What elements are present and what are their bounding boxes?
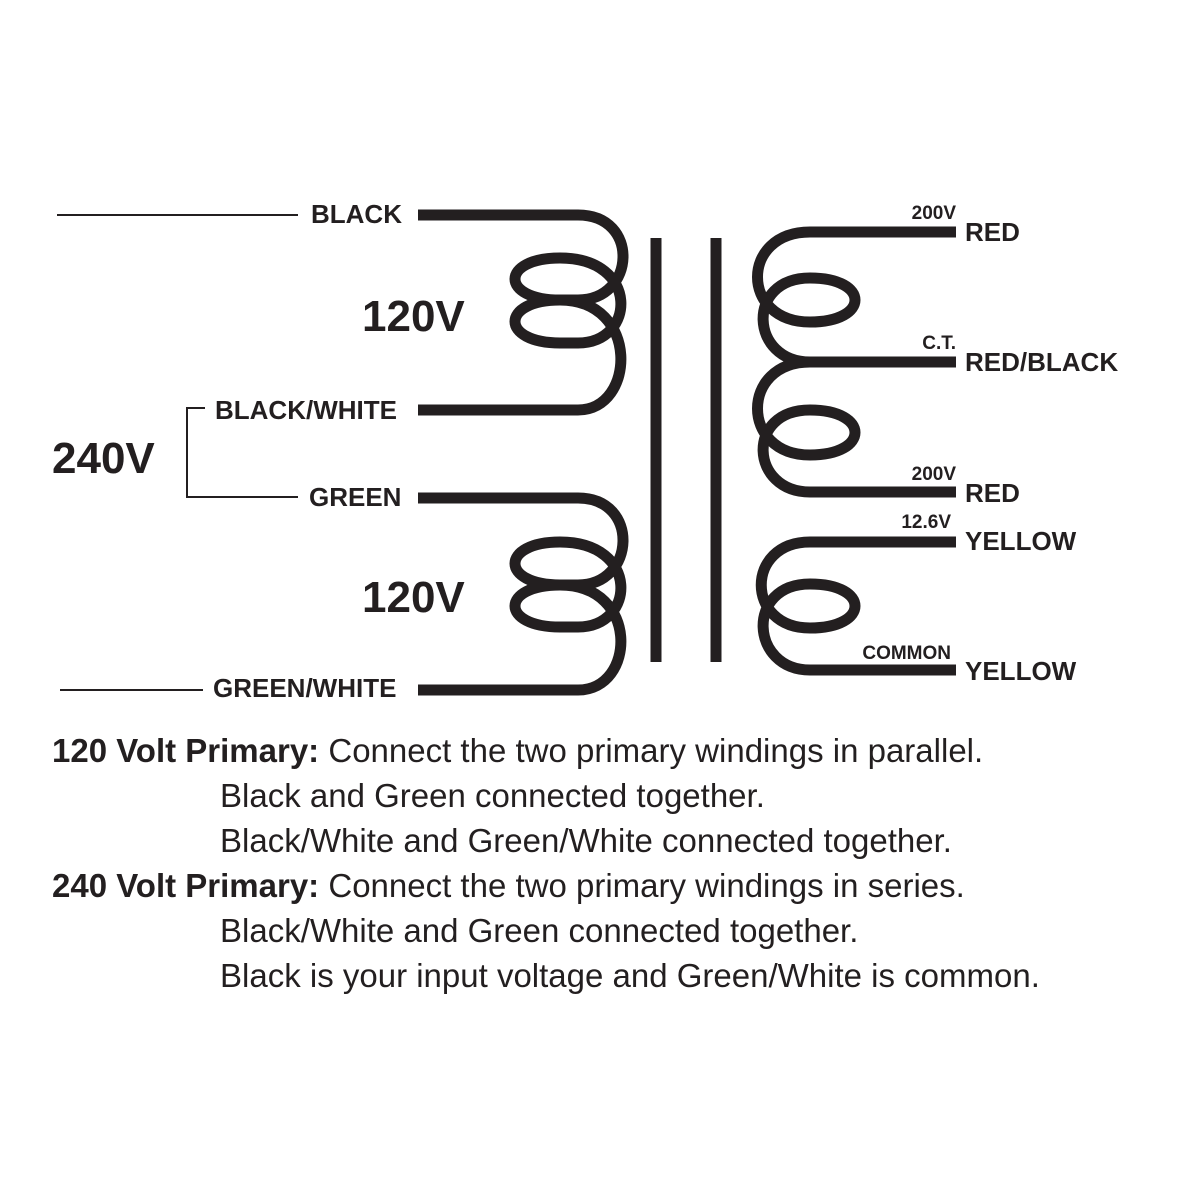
note-240-text: Connect the two primary windings in seri… [319, 867, 965, 904]
label-series-240v: 240V [52, 434, 155, 483]
wiring-notes: 120 Volt Primary: Connect the two primar… [52, 728, 1172, 998]
secondary-hv-winding [752, 226, 956, 498]
label-black-white: BLACK/WHITE [215, 395, 397, 425]
label-red-bottom: RED [965, 478, 1020, 508]
label-lower-120v: 120V [362, 573, 465, 622]
tap-common: COMMON [862, 643, 951, 664]
label-red-top: RED [965, 217, 1020, 247]
note-120-text: Connect the two primary windings in para… [319, 732, 984, 769]
tap-12-6v: 12.6V [901, 512, 951, 533]
primary-upper-winding [418, 209, 629, 416]
label-upper-120v: 120V [362, 292, 465, 341]
note-120-heading: 120 Volt Primary: [52, 732, 320, 769]
secondary-lv-winding [755, 536, 956, 676]
label-yellow-bottom: YELLOW [965, 656, 1077, 686]
note-120-line3: Black/White and Green/White connected to… [220, 822, 952, 859]
label-green: GREEN [309, 482, 401, 512]
label-red-black: RED/BLACK [965, 347, 1118, 377]
note-120-line2: Black and Green connected together. [220, 777, 765, 814]
label-yellow-top: YELLOW [965, 526, 1077, 556]
label-black: BLACK [311, 199, 402, 229]
note-240-primary: 240 Volt Primary: Connect the two primar… [52, 863, 1172, 908]
note-120-primary: 120 Volt Primary: Connect the two primar… [52, 728, 1172, 773]
note-240-line2: Black/White and Green connected together… [220, 912, 859, 949]
tap-center: C.T. [922, 333, 956, 354]
note-240-heading: 240 Volt Primary: [52, 867, 320, 904]
series-bracket [186, 407, 298, 498]
primary-lower-winding [418, 492, 629, 696]
note-240-line3: Black is your input voltage and Green/Wh… [220, 957, 1040, 994]
label-green-white: GREEN/WHITE [213, 673, 396, 703]
tap-200v-bottom: 200V [912, 464, 957, 485]
tap-200v-top: 200V [912, 203, 957, 224]
